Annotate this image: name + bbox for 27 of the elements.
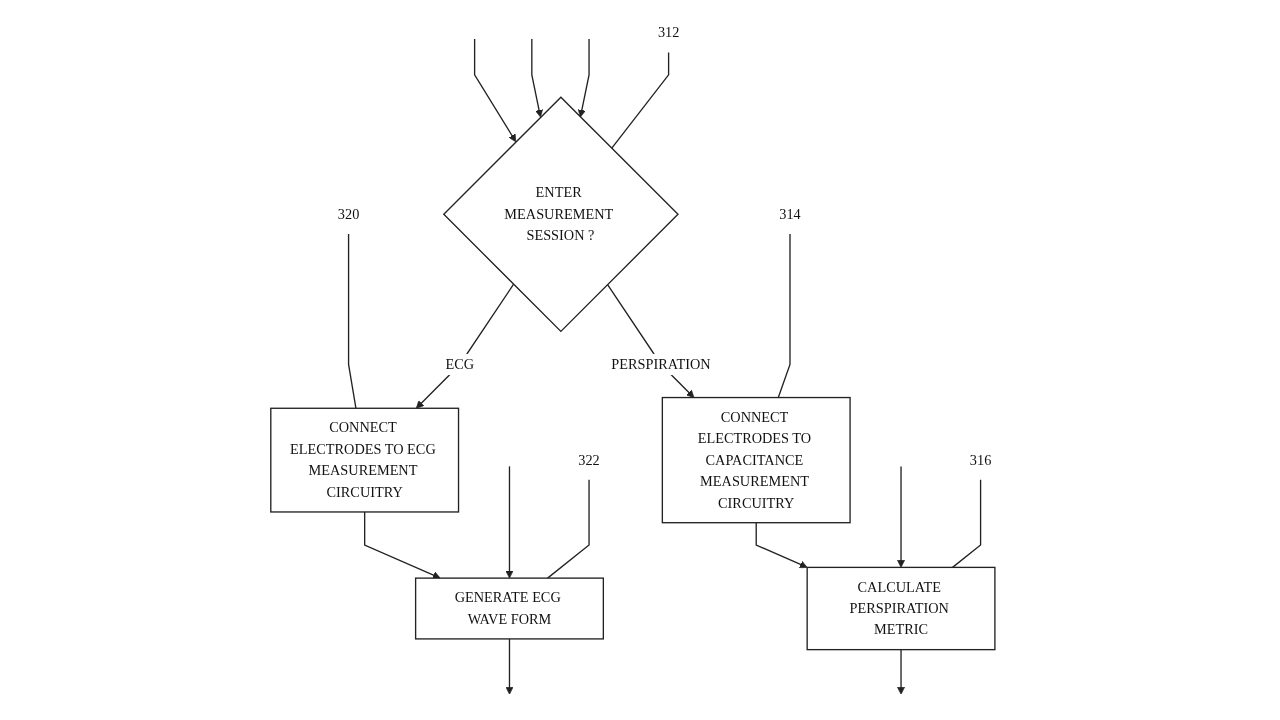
connector	[610, 51, 670, 149]
node-box: GENERATE ECG WAVE FORM	[414, 577, 604, 640]
node-text: 312	[657, 24, 680, 40]
arrow	[364, 511, 441, 579]
connector	[546, 479, 590, 579]
node-text: 316	[969, 452, 992, 468]
connector	[777, 233, 791, 399]
node-diamond: ENTER MEASUREMENT SESSION ?	[442, 96, 679, 333]
connector	[347, 233, 357, 409]
node-box: CONNECT ELECTRODES TO CAPACITANCE MEASUREMENT CIRCUITRY	[661, 396, 851, 524]
arrow	[897, 648, 905, 695]
arrow	[577, 38, 590, 118]
node-box: CALCULATE PERSPIRATION METRIC	[806, 566, 996, 651]
node-box: CONNECT ELECTRODES TO ECG MEASUREMENT CIRCUITRY	[270, 407, 460, 513]
node-text: 314	[779, 206, 801, 222]
edge-label: PERSPIRATION	[611, 356, 711, 372]
arrow	[755, 522, 808, 569]
arrow	[415, 283, 515, 409]
edge-label: ECG	[445, 356, 475, 372]
connector	[951, 479, 982, 569]
node-text: 320	[337, 206, 360, 222]
arrow	[897, 465, 905, 568]
arrow	[505, 638, 514, 695]
arrow	[531, 38, 543, 118]
arrow	[473, 38, 517, 143]
node-text: 322	[578, 452, 600, 468]
arrow	[505, 465, 514, 579]
